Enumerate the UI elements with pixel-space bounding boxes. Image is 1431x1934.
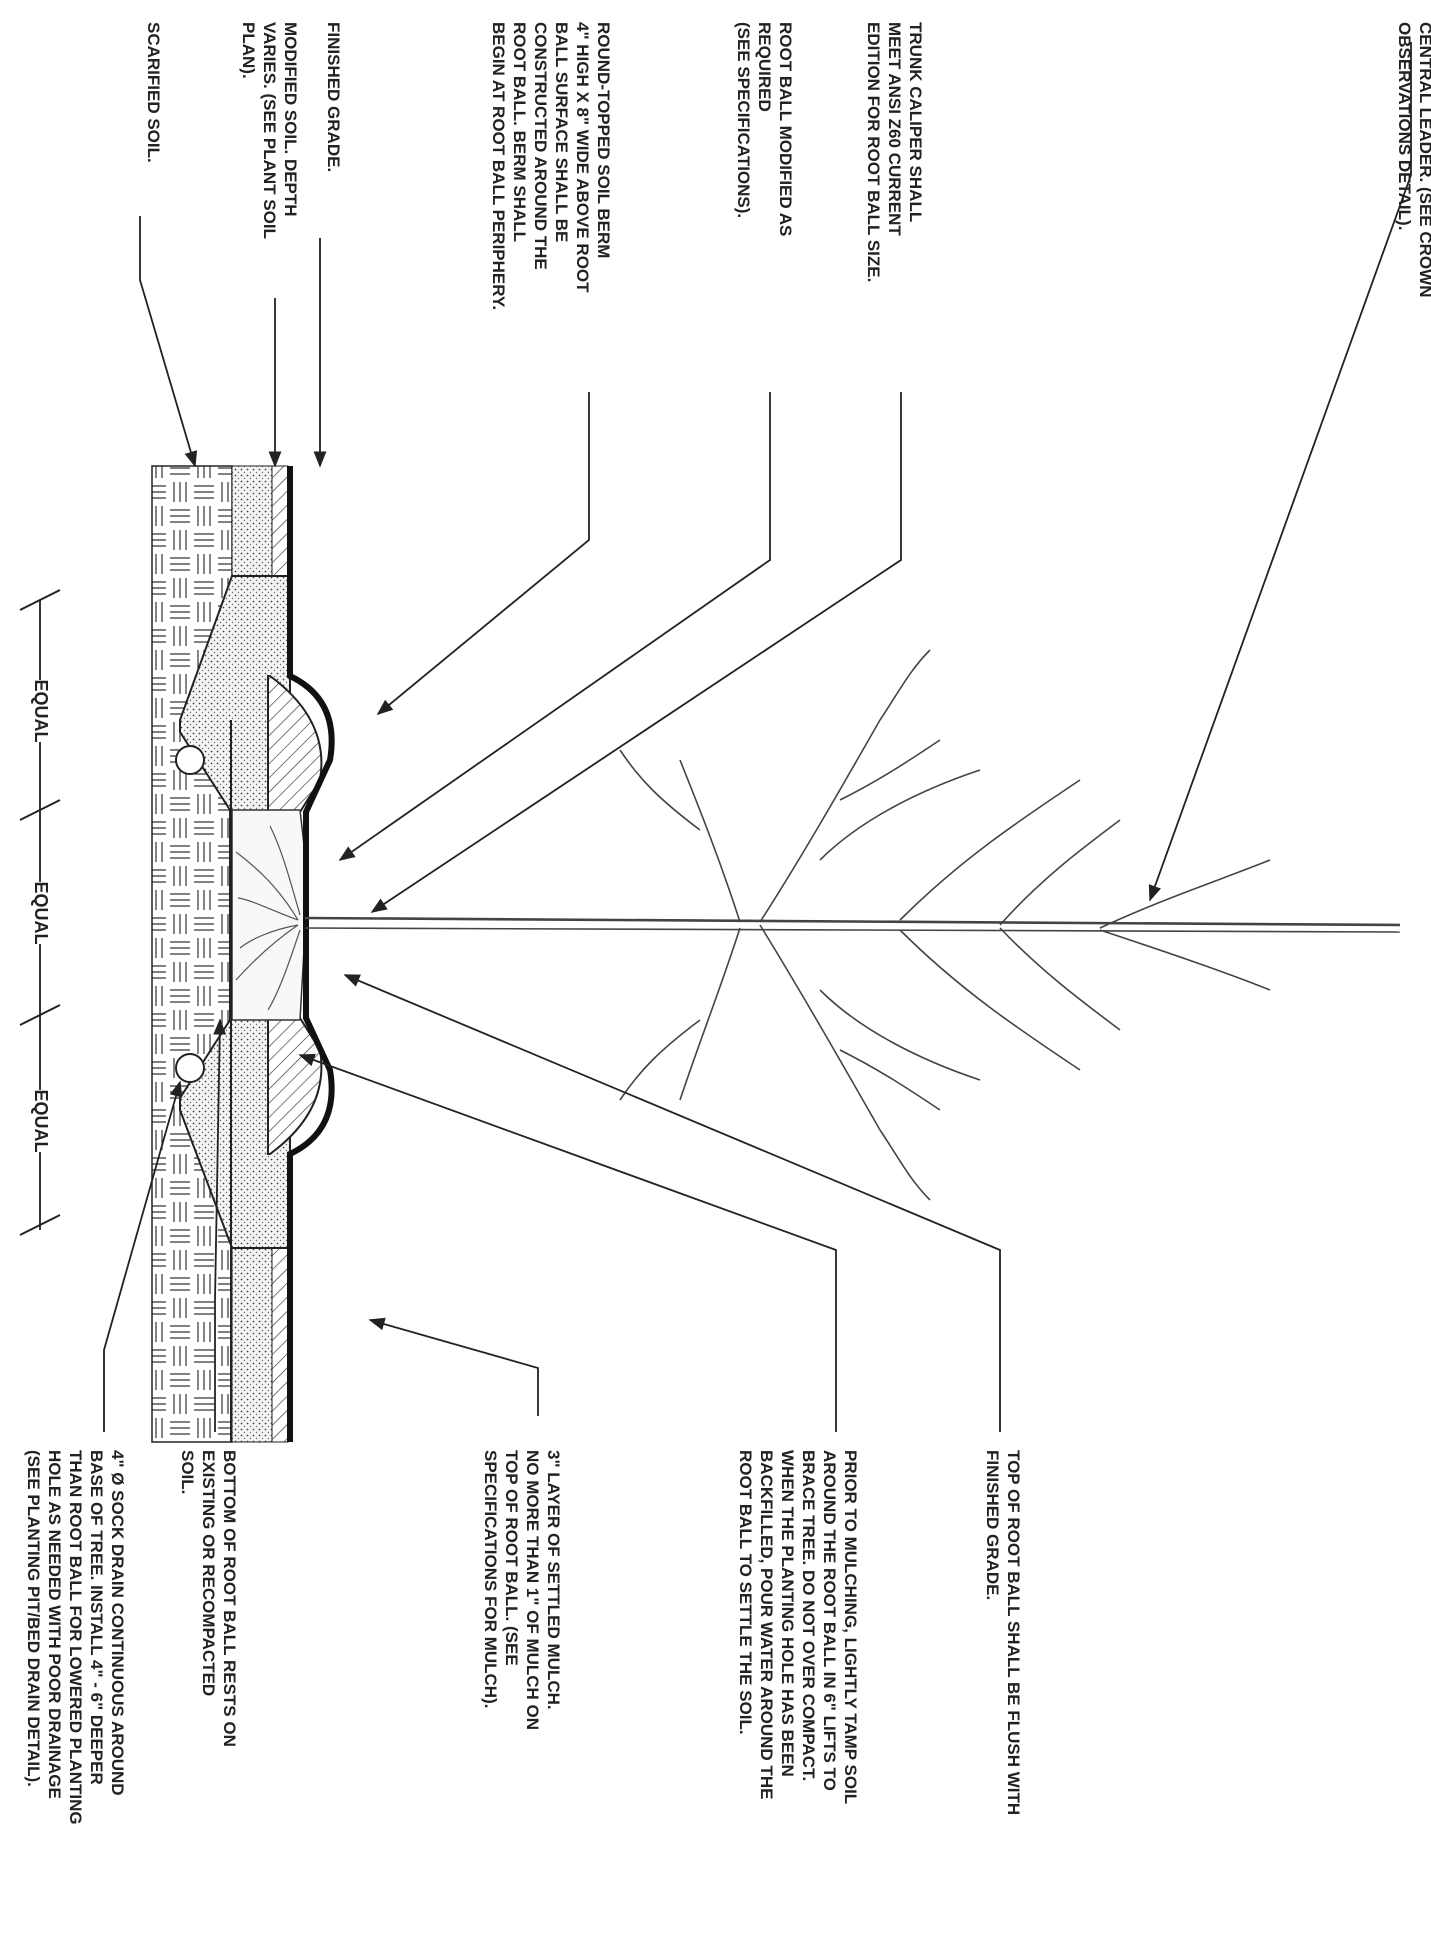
- sock-drain-top: [175, 745, 205, 775]
- callout-line: BALL SURFACE SHALL BE: [552, 22, 571, 242]
- root-ball: [231, 809, 309, 1021]
- callout-line: PRIOR TO MULCHING, LIGHTLY TAMP SOIL: [841, 1450, 860, 1804]
- dimension-label-1: EQUAL: [31, 680, 51, 743]
- callout-mulch: 3" LAYER OF SETTLED MULCH.NO MORE THAN 1…: [481, 1450, 563, 1730]
- callout-line: ROOT BALL MODIFIED AS: [776, 22, 795, 236]
- callout-line: SPECIFICATIONS FOR MULCH).: [481, 1450, 500, 1708]
- callout-line: MEET ANSI Z60 CURRENT: [885, 22, 904, 236]
- callout-line: TOP OF ROOT BALL SHALL BE FLUSH WITH: [1004, 1450, 1023, 1815]
- callout-line: FINISHED GRADE.: [983, 1450, 1002, 1600]
- callout-line: THAN ROOT BALL FOR LOWERED PLANTING: [66, 1450, 85, 1825]
- callout-line: FINISHED GRADE.: [324, 22, 343, 172]
- callout-line: BRACE TREE. DO NOT OVER COMPACT.: [799, 1450, 818, 1781]
- callout-tamp-soil: PRIOR TO MULCHING, LIGHTLY TAMP SOILAROU…: [736, 1450, 860, 1804]
- dimension-label-3: EQUAL: [31, 1090, 51, 1153]
- callout-line: BASE OF TREE. INSTALL 4" - 6" DEEPER: [87, 1450, 106, 1785]
- tree: [304, 649, 1401, 1201]
- callout-line: REQUIRED: [755, 22, 774, 112]
- callout-line: CENTRAL LEADER. (SEE CROWN: [1416, 22, 1431, 297]
- callout-line: ROUND-TOPPED SOIL BERM: [594, 22, 613, 258]
- callout-top-of-root-ball: TOP OF ROOT BALL SHALL BE FLUSH WITHFINI…: [983, 1450, 1023, 1815]
- callout-line: NO MORE THAN 1" OF MULCH ON: [523, 1450, 542, 1730]
- callout-line: TOP OF ROOT BALL. (SEE: [502, 1450, 521, 1666]
- callout-line: 4" Ø SOCK DRAIN CONTINUOUS AROUND: [108, 1450, 127, 1796]
- dimension-label-2: EQUAL: [31, 882, 51, 945]
- callout-line: AROUND THE ROOT BALL IN 6" LIFTS TO: [820, 1450, 839, 1791]
- callout-line: EXISTING OR RECOMPACTED: [199, 1450, 218, 1696]
- callout-line: ROOT BALL TO SETTLE THE SOIL.: [736, 1450, 755, 1735]
- callout-line: WHEN THE PLANTING HOLE HAS BEEN: [778, 1450, 797, 1777]
- callout-finished-grade: FINISHED GRADE.: [324, 22, 343, 172]
- callout-line: SCARIFIED SOIL.: [144, 22, 163, 163]
- callout-scarified-soil: SCARIFIED SOIL.: [144, 22, 163, 163]
- callout-line: OBSERVATIONS DETAIL).: [1395, 22, 1414, 230]
- callout-line: TRUNK CALIPER SHALL: [906, 22, 925, 222]
- callout-line: VARIES. (SEE PLANT SOIL: [260, 22, 279, 239]
- callout-line: (SEE SPECIFICATIONS).: [734, 22, 753, 218]
- callout-line: HOLE AS NEEDED WITH POOR DRAINAGE: [45, 1450, 64, 1799]
- callout-line: 4" HIGH X 8" WIDE ABOVE ROOT: [573, 22, 592, 293]
- callout-line: CONSTRUCTED AROUND THE: [531, 22, 550, 270]
- mulch-surface-line: [287, 466, 335, 1442]
- callout-line: PLAN).: [239, 22, 258, 79]
- dimension-string: EQUAL EQUAL EQUAL: [19, 589, 61, 1236]
- callout-line: BACKFILLED, POUR WATER AROUND THE: [757, 1450, 776, 1799]
- callout-line: BOTTOM OF ROOT BALL RESTS ON: [220, 1450, 239, 1747]
- callout-line: ROOT BALL. BERM SHALL: [510, 22, 529, 242]
- callout-line: BEGIN AT ROOT BALL PERIPHERY.: [489, 22, 508, 310]
- callout-line: EDITION FOR ROOT BALL SIZE.: [864, 22, 883, 282]
- leader-lines: [103, 42, 1412, 1432]
- sock-drain-bottom: [175, 1053, 205, 1083]
- callout-line: (SEE PLANTING PIT/BED DRAIN DETAIL).: [24, 1450, 43, 1787]
- callout-line: 3" LAYER OF SETTLED MULCH.: [544, 1450, 563, 1710]
- callout-line: MODIFIED SOIL. DEPTH: [281, 22, 300, 217]
- root-lines: [235, 825, 301, 1011]
- callout-line: SOIL.: [178, 1450, 197, 1494]
